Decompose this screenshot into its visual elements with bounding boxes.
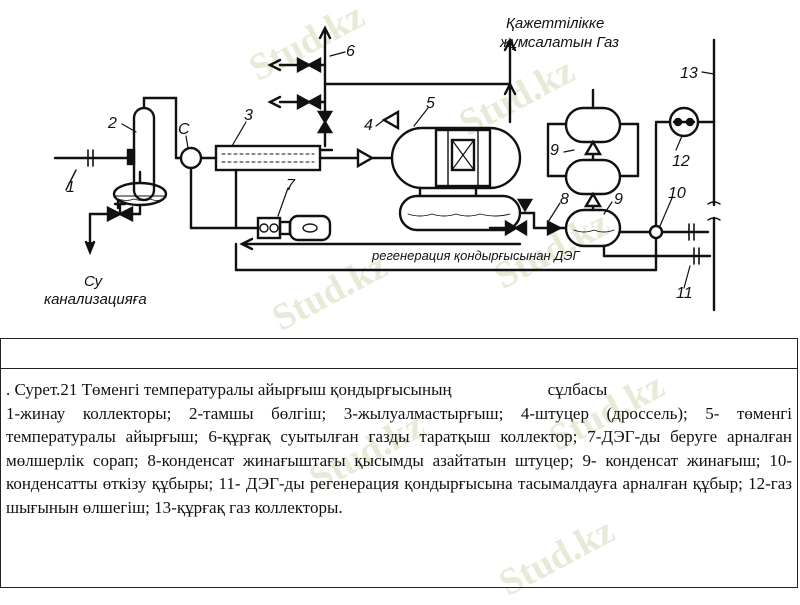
number-label: 12 <box>672 153 690 170</box>
leader-lines <box>121 51 715 289</box>
gas-out-label-line-2: жұмсалатын Газ <box>499 34 619 51</box>
caption-title: . Сурет.21 Төменгі температуралы айырғыш… <box>6 378 792 402</box>
process-diagram: Қажеттілікке жұмсалатын Газ Су канализац… <box>44 15 721 312</box>
caption-divider <box>0 368 798 369</box>
valve-icon <box>296 56 334 134</box>
caption-body: 1-жинау коллекторы; 2-тамшы бөлгіш; 3-жы… <box>6 403 792 517</box>
caption-frame <box>0 338 798 588</box>
gas-flow-meter <box>654 106 716 138</box>
number-label: С <box>178 121 190 138</box>
water-out-label-line-2: канализацияға <box>44 291 147 308</box>
condensate-outlet-pipe <box>234 122 712 272</box>
number-label: 5 <box>426 95 435 112</box>
dosing-pump <box>234 214 332 242</box>
droplet-separator <box>126 96 178 202</box>
condensate-collector <box>546 88 640 248</box>
heat-exchanger <box>214 144 360 230</box>
number-label: 1 <box>66 179 75 196</box>
figure-caption: . Сурет.21 Төменгі температуралы айырғыш… <box>6 378 792 519</box>
number-label: 7 <box>286 177 296 194</box>
number-label: 2 <box>107 115 117 132</box>
drain-valve-icon <box>106 202 134 222</box>
number-label: 6 <box>346 43 355 60</box>
throttle-icon <box>356 147 394 169</box>
number-label: 10 <box>668 185 686 202</box>
number-label: 9 <box>550 142 559 159</box>
dry-gas-collector <box>707 38 721 312</box>
inlet-collector-line <box>53 149 132 191</box>
number-label: 4 <box>364 117 373 134</box>
number-label: 8 <box>560 191 569 208</box>
caption-title-suffix: сұлбасы <box>547 380 608 399</box>
mixer-c <box>174 146 238 230</box>
number-label: 9 <box>614 191 623 208</box>
low-temperature-separator <box>390 126 536 232</box>
number-label: 3 <box>244 107 253 124</box>
regeneration-line <box>239 237 522 251</box>
number-label: 11 <box>676 285 693 302</box>
number-label: 13 <box>680 65 698 82</box>
regeneration-label: регенерация қондырғысынан ДЭГ <box>371 248 581 263</box>
gas-out-label-line-1: Қажеттілікке <box>506 15 604 32</box>
caption-title-prefix: . Сурет.21 Төменгі температуралы айырғыш… <box>6 380 452 399</box>
valve-icon <box>381 109 534 213</box>
pressure-reducing-fitting <box>488 219 568 237</box>
water-out-label-line-1: Су <box>84 273 104 290</box>
